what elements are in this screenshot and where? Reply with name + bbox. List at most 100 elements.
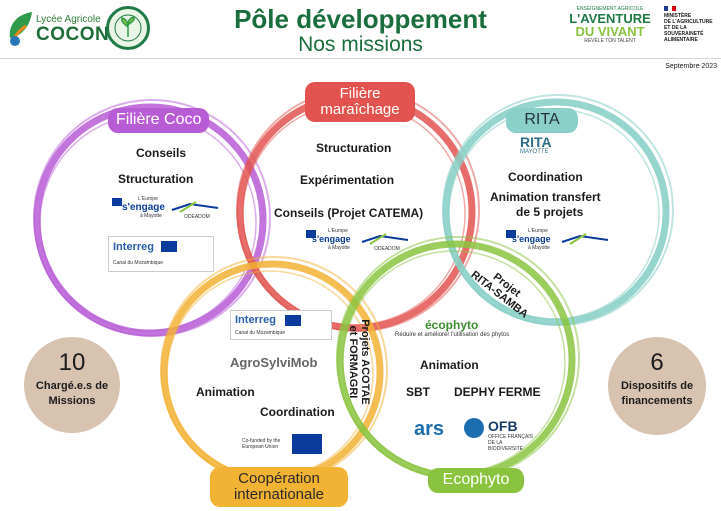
maraichage-item-experimentation: Expérimentation [300, 173, 395, 187]
rita-item-coordination: Coordination [508, 170, 583, 184]
ecophyto-item-dephy: DEPHY FERME [454, 385, 541, 399]
label-cooperation-line1: Coopération [238, 470, 320, 487]
eu-flag-icon [161, 241, 177, 252]
rita-mayotte-text: à Mayotte [528, 245, 550, 251]
odeadom-swoosh-icon [171, 201, 219, 213]
rita-europe-text: L'Europe [528, 228, 548, 234]
aventure-line2: DU VIVANT [575, 24, 645, 39]
school-logo-small-text: Lycée Agricole [36, 14, 101, 25]
odeadom-swoosh-icon [561, 233, 609, 245]
odeadom-swoosh-icon [361, 233, 409, 245]
coco-odeadom-logo: ODEADOM [170, 200, 220, 222]
acotae-line1: Projets ACOTAE [359, 319, 371, 405]
coco-europe-text: L'Europe [138, 196, 158, 202]
ministere-line-1: MINISTÈRE [664, 13, 692, 19]
coco-item-conseils: Conseils [136, 146, 187, 160]
stat-right-line2: financements [621, 394, 693, 407]
rita-odeadom-logo [560, 232, 610, 254]
maraichage-item-structuration: Structuration [316, 141, 392, 155]
agrosylvimob-logo: AgroSylviMob [230, 355, 318, 370]
rita-item-projets: de 5 projets [516, 205, 584, 219]
europe-flag-icon [306, 230, 316, 238]
coop-item-animation: Animation [196, 385, 255, 399]
ministere-line-3: ET DE LA SOUVERAINETÉ [664, 25, 704, 37]
rita-logo-sub: MAYOTTE [520, 149, 549, 155]
label-filiere-coco: Filière Coco [108, 108, 210, 133]
rita-logo-text: RITA [520, 134, 552, 150]
header-divider [0, 58, 721, 59]
ministere-line-4: ALIMENTAIRE [664, 37, 698, 43]
maraichage-engage-text: s'engage [312, 234, 351, 244]
label-filiere-maraichage: Filière maraîchage [305, 82, 415, 122]
label-ecophyto: Ecophyto [428, 468, 524, 493]
coop-interreg-text: Interreg [235, 314, 276, 326]
maraichage-europe-text: L'Europe [328, 228, 348, 234]
label-cooperation-line2: internationale [233, 485, 325, 503]
rita-europe-logo: L'Europe s'engage à Mayotte [506, 228, 558, 254]
ofb-sub: OFFICE FRANÇAIS DE LA BIODIVERSITÉ [488, 434, 534, 452]
ecophyto-item-sbt: SBT [406, 385, 430, 399]
ecophyto-logo: écophyto Réduire et améliorer l'utilisat… [395, 318, 555, 338]
ars-logo: ars [414, 418, 445, 440]
rita-item-animation: Animation transfert [490, 190, 601, 204]
maraichage-europe-logo: L'Europe s'engage à Mayotte [306, 228, 358, 254]
aventure-line1: L'AVENTURE [569, 11, 651, 26]
coop-canal-text: Canal du Mozambique [235, 330, 286, 336]
coco-interreg-text: Interreg [113, 241, 154, 253]
cofunded-text: Co-funded by the European Union [242, 438, 281, 450]
eu-flag-icon [292, 434, 322, 454]
coop-item-coordination: Coordination [260, 405, 335, 419]
ecophyto-item-animation: Animation [420, 358, 479, 372]
coco-item-structuration: Structuration [118, 172, 194, 186]
stat-right-line1: Dispositifs de [620, 380, 694, 392]
rita-engage-text: s'engage [512, 234, 551, 244]
leaf-icon [9, 12, 32, 46]
stat-right-number: 6 [650, 349, 664, 376]
ecophyto-tagline: Réduire et améliorer l'utilisation des p… [395, 332, 510, 338]
ecophyto-name: écophyto [425, 318, 479, 332]
rita-mayotte-logo: RITA MAYOTTE [520, 134, 570, 162]
page-title: Pôle développement [234, 4, 487, 34]
cofunded-eu-logo: Co-funded by the European Union [242, 434, 326, 458]
coco-canal-text: Canal du Mozambique [113, 260, 164, 266]
page-subtitle: Nos missions [298, 33, 423, 56]
pole-seal [106, 6, 150, 50]
school-logo: Lycée Agricole COCONI [6, 6, 115, 50]
ofb-text: OFB [488, 418, 518, 434]
europe-flag-icon [506, 230, 516, 238]
coco-odeadom-text: ODEADOM [184, 214, 210, 220]
coop-interreg-logo: Interreg Canal du Mozambique [230, 310, 332, 340]
ministere-line-2: DE L'AGRICULTURE [664, 19, 713, 25]
acotae-label: Projets ACOTAE et FORMAGRI [347, 303, 371, 421]
aventure-tag: RÉVÈLE TON TALENT [584, 38, 636, 44]
ministere-logo: MINISTÈRE DE L'AGRICULTURE ET DE LA SOUV… [664, 6, 721, 50]
label-cooperation: Coopération internationale [210, 467, 348, 507]
coco-interreg-logo: Interreg Canal du Mozambique [108, 236, 214, 272]
maraichage-item-conseils: Conseils (Projet CATEMA) [274, 206, 424, 220]
label-maraichage-line2: maraîchage [320, 100, 400, 118]
stat-dispositifs-financements: 6 Dispositifs de financements [608, 337, 706, 435]
date-label: Septembre 2023 [665, 63, 717, 70]
coco-mayotte-text: à Mayotte [140, 213, 162, 219]
ofb-circle-icon [464, 418, 484, 438]
acotae-line2: et FORMAGRI [347, 325, 359, 399]
maraichage-mayotte-text: à Mayotte [328, 245, 350, 251]
seal-plant-icon [114, 14, 142, 42]
stat-left-line2: Missions [48, 394, 96, 407]
maraichage-odeadom-text: ODEADOM [374, 246, 400, 252]
aventure-du-vivant-logo: ENSEIGNEMENT AGRICOLE L'AVENTURE DU VIVA… [566, 6, 654, 50]
stat-left-line1: Chargé.e.s de [35, 380, 109, 392]
marianne-flag-icon [664, 6, 676, 11]
aventure-top-text: ENSEIGNEMENT AGRICOLE [576, 6, 644, 12]
europe-flag-icon [112, 198, 122, 206]
stat-left-number: 10 [58, 349, 86, 376]
coco-engage-text: s'engage [122, 202, 165, 213]
label-maraichage-line1: Filière [339, 85, 381, 102]
stat-charges-de-missions: 10 Chargé.e.s de Missions [24, 337, 120, 433]
maraichage-odeadom-logo: ODEADOM [360, 232, 410, 254]
coco-europe-logo: L'Europe s'engage à Mayotte [112, 196, 174, 222]
ofb-logo: OFB OFFICE FRANÇAIS DE LA BIODIVERSITÉ [464, 418, 534, 452]
school-logo-name: COCONI [36, 24, 115, 45]
label-rita: RITA [506, 108, 578, 133]
